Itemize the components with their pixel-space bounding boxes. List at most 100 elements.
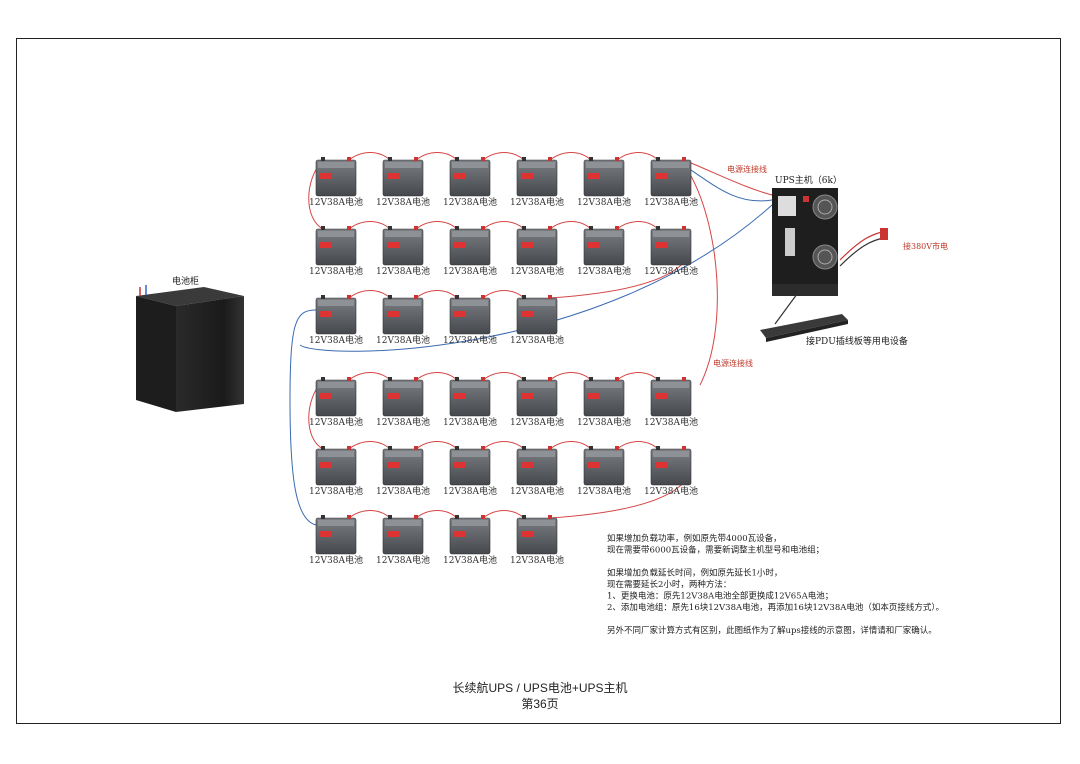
cable: [415, 510, 458, 519]
battery-label: 12V38A电池: [510, 334, 564, 346]
battery-label: 12V38A电池: [376, 196, 430, 208]
battery-label: 12V38A电池: [510, 196, 564, 208]
battery: 12V38A电池: [510, 446, 564, 497]
battery: 12V38A电池: [376, 226, 430, 277]
cable: [415, 290, 458, 299]
cable: [348, 221, 391, 230]
battery-label: 12V38A电池: [376, 485, 430, 497]
cable: [690, 169, 773, 202]
cable: [690, 162, 777, 197]
battery: 12V38A电池: [376, 515, 430, 566]
cable: [549, 441, 592, 450]
battery-label: 12V38A电池: [443, 265, 497, 277]
battery: 12V38A电池: [644, 226, 698, 277]
battery: 12V38A电池: [309, 295, 363, 346]
cable: [415, 372, 458, 381]
battery: 12V38A电池: [443, 295, 497, 346]
battery: 12V38A电池: [443, 515, 497, 566]
cable: [482, 152, 525, 161]
battery: 12V38A电池: [510, 157, 564, 208]
battery-label: 12V38A电池: [309, 416, 363, 428]
cable: [415, 441, 458, 450]
battery-cabinet: 电池柜: [136, 275, 244, 412]
cable: [415, 221, 458, 230]
battery: 12V38A电池: [376, 377, 430, 428]
battery-label: 12V38A电池: [577, 485, 631, 497]
battery: 12V38A电池: [376, 157, 430, 208]
battery: 12V38A电池: [510, 295, 564, 346]
battery-label: 12V38A电池: [443, 485, 497, 497]
cable: [616, 221, 659, 230]
cable: [482, 510, 525, 519]
battery: 12V38A电池: [510, 515, 564, 566]
battery: 12V38A电池: [376, 295, 430, 346]
battery: 12V38A电池: [309, 226, 363, 277]
battery-bank: 12V38A电池 12V38A电池 12V38A电池 12V38A电池 12V38A电池…: [309, 157, 698, 566]
battery-label: 12V38A电池: [309, 485, 363, 497]
page-frame: [16, 38, 1061, 724]
battery: 12V38A电池: [577, 157, 631, 208]
cable: [549, 221, 592, 230]
ups-host: UPS主机（6k）: [772, 174, 842, 296]
footer-title: 长续航UPS / UPS电池+UPS主机: [452, 681, 628, 695]
battery: 12V38A电池: [309, 377, 363, 428]
battery: 12V38A电池: [510, 377, 564, 428]
note-line: 2、添加电池组：原先16块12V38A电池，再添加16块12V38A电池（如本页…: [607, 602, 944, 613]
note-line: 如果增加负载功率，例如原先带4000瓦设备，: [607, 533, 782, 544]
battery-label: 12V38A电池: [376, 265, 430, 277]
cable: [348, 290, 391, 299]
battery-label: 12V38A电池: [309, 265, 363, 277]
notes-block: 如果增加负载功率，例如原先带4000瓦设备，现在需要带6000瓦设备，需要新调整…: [607, 533, 944, 636]
power-cable-label-bottom: 电源连接线: [713, 358, 753, 368]
mains-plug: 接380V市电: [839, 228, 948, 267]
battery-label: 12V38A电池: [510, 554, 564, 566]
battery-label: 12V38A电池: [644, 196, 698, 208]
battery-label: 12V38A电池: [376, 416, 430, 428]
cable: [482, 290, 525, 299]
cable: [616, 441, 659, 450]
cable: [348, 441, 391, 450]
battery: 12V38A电池: [309, 515, 363, 566]
battery-label: 12V38A电池: [644, 416, 698, 428]
battery-label: 12V38A电池: [309, 554, 363, 566]
battery: 12V38A电池: [443, 446, 497, 497]
battery: 12V38A电池: [376, 446, 430, 497]
note-line: 如果增加负载延长时间，例如原先延长1小时，: [607, 568, 782, 579]
battery-label: 12V38A电池: [443, 196, 497, 208]
battery-label: 12V38A电池: [644, 265, 698, 277]
cable: [289, 309, 317, 526]
battery-label: 12V38A电池: [376, 554, 430, 566]
cable: [549, 152, 592, 161]
cable: [299, 204, 773, 352]
battery: 12V38A电池: [443, 226, 497, 277]
battery: 12V38A电池: [577, 377, 631, 428]
note-line: 现在需要带6000瓦设备，需要新调整主机型号和电池组；: [607, 545, 824, 556]
battery: 12V38A电池: [644, 446, 698, 497]
note-line: 另外不同厂家计算方式有区别，此图纸作为了解ups接线的示意图，详情请和厂家确认。: [607, 625, 937, 636]
mains-input-label: 接380V市电: [903, 241, 948, 251]
battery-label: 12V38A电池: [309, 334, 363, 346]
cable: [348, 510, 391, 519]
power-cable-label-top: 电源连接线: [727, 164, 767, 174]
cable: [616, 152, 659, 161]
cable: [415, 152, 458, 161]
cable: [690, 175, 718, 386]
ups-host-label: UPS主机（6k）: [775, 174, 842, 186]
battery: 12V38A电池: [577, 226, 631, 277]
battery-label: 12V38A电池: [443, 334, 497, 346]
pdu-label: 接PDU插线板等用电设备: [806, 335, 908, 347]
battery-label: 12V38A电池: [510, 485, 564, 497]
note-line: 现在需要延长2小时，两种方法：: [607, 579, 731, 590]
cable: [616, 372, 659, 381]
battery-label: 12V38A电池: [309, 196, 363, 208]
battery-cabinet-label: 电池柜: [172, 275, 199, 287]
battery: 12V38A电池: [309, 157, 363, 208]
cable: [348, 152, 391, 161]
cable: [482, 441, 525, 450]
pdu-strip: 接PDU插线板等用电设备: [760, 289, 908, 347]
battery: 12V38A电池: [644, 377, 698, 428]
battery-label: 12V38A电池: [376, 334, 430, 346]
footer: 长续航UPS / UPS电池+UPS主机 第36页: [0, 680, 1080, 712]
battery: 12V38A电池: [309, 446, 363, 497]
